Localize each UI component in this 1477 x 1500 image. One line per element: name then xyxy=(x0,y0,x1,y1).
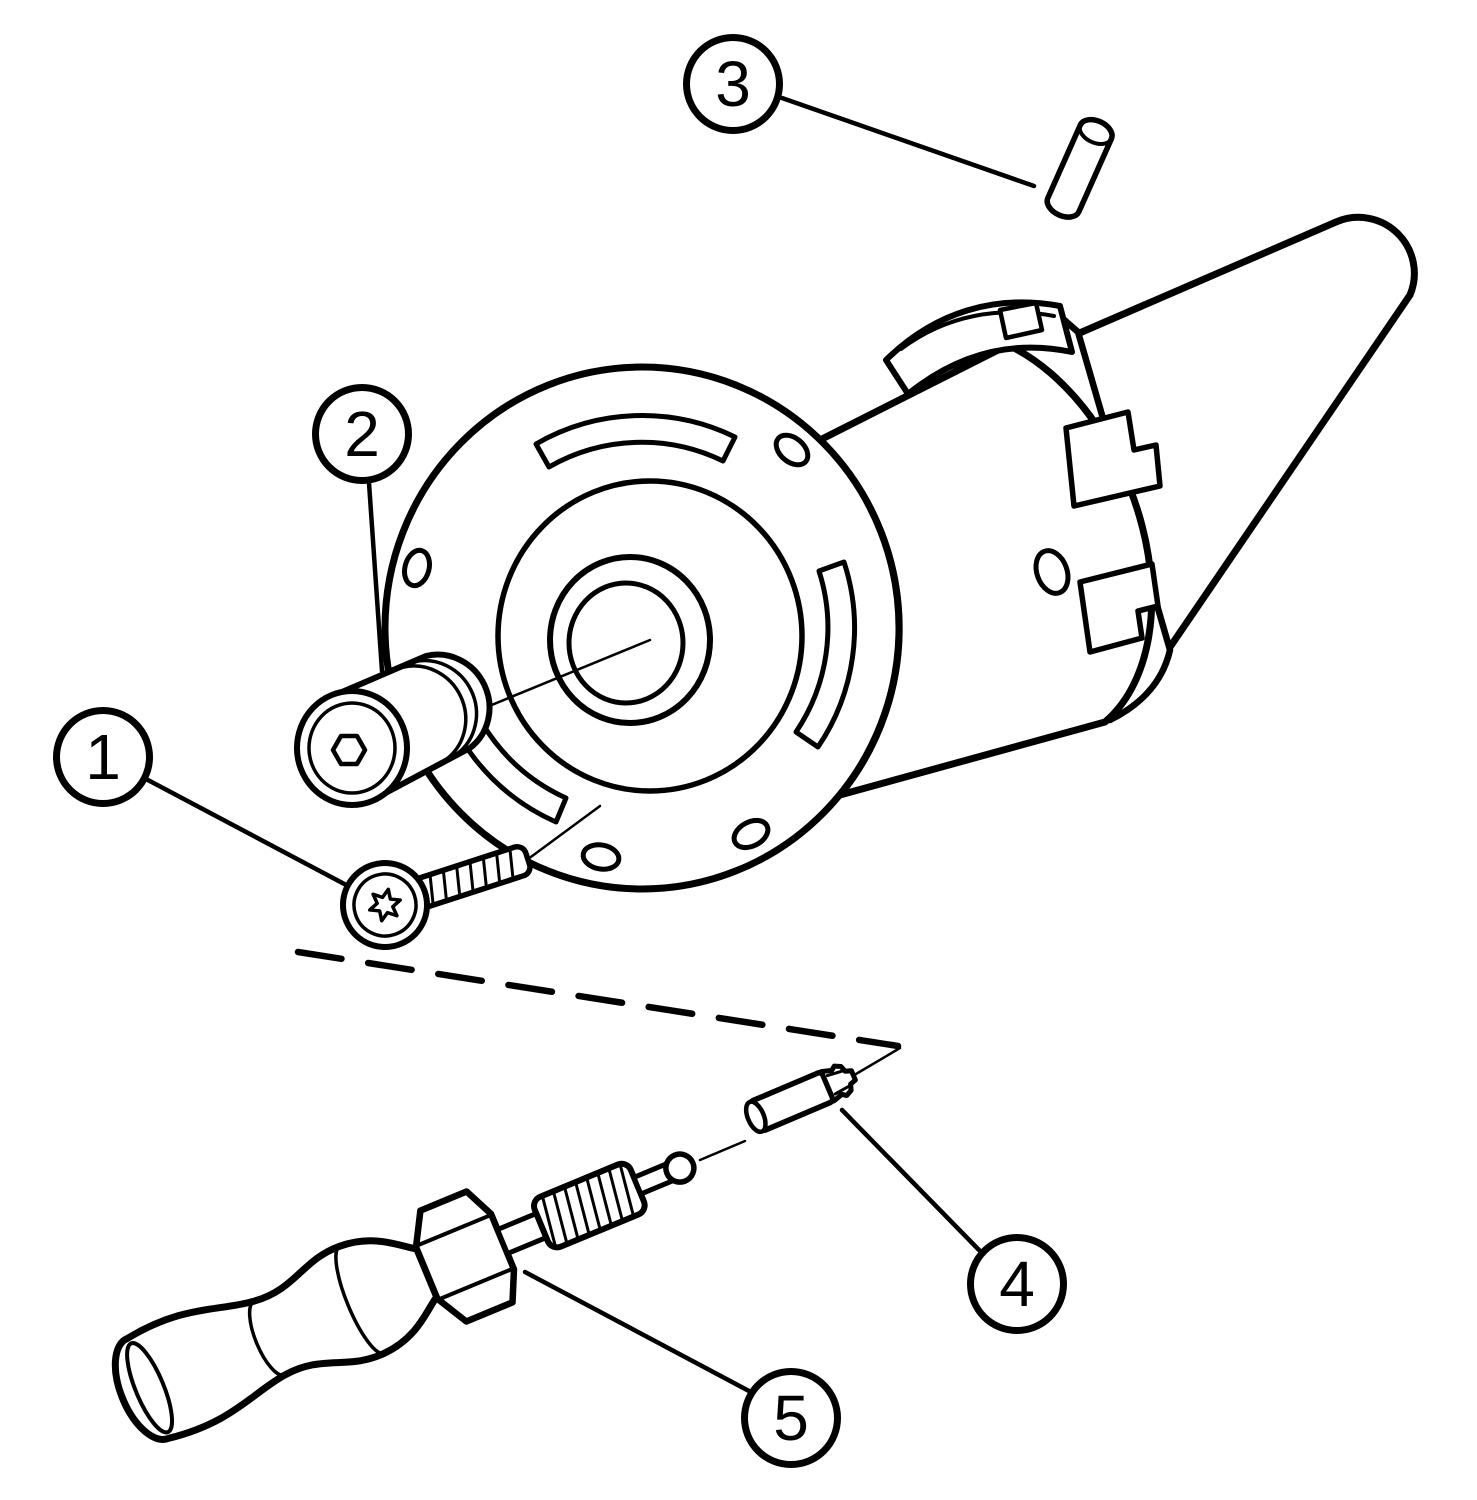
driver-axis-line xyxy=(698,1139,747,1162)
bolt-hole-4 xyxy=(580,842,622,872)
pin-end-face xyxy=(1077,117,1115,147)
clamping-plug xyxy=(294,651,493,808)
callout-2: 2 xyxy=(312,384,412,484)
bolt-hole-1 xyxy=(402,547,432,589)
bolt-hole-3 xyxy=(731,817,771,851)
plug-hex-socket xyxy=(330,733,368,767)
face-slot-right xyxy=(793,559,857,750)
leader-line-3 xyxy=(779,95,1037,189)
screw-torx-socket xyxy=(368,887,402,923)
flange-hole xyxy=(1033,548,1071,596)
countersunk-screw xyxy=(340,843,533,950)
center-bore-inner xyxy=(566,580,686,706)
boss-ring xyxy=(495,478,805,794)
callout-1: 1 xyxy=(53,707,153,807)
callout-1-number: 1 xyxy=(85,721,121,793)
leader-lines xyxy=(143,95,1037,1394)
bit-end-face xyxy=(743,1099,768,1135)
bit-tip-divider xyxy=(819,1069,836,1104)
callout-4: 4 xyxy=(967,1234,1067,1334)
torx-bit xyxy=(743,1063,858,1135)
hex-collar-facets xyxy=(416,1213,514,1301)
separator-dashed-line xyxy=(294,948,902,1050)
driver-ball-tip xyxy=(663,1151,697,1185)
plug-groove-2 xyxy=(402,664,468,760)
face-slot-top xyxy=(533,413,738,470)
screw-head-ring xyxy=(352,872,418,938)
plug-groove-1 xyxy=(411,658,479,756)
drive-pin xyxy=(1044,116,1115,220)
front-face xyxy=(381,363,903,893)
handle-contour-2 xyxy=(334,1244,387,1356)
screw-head xyxy=(340,860,430,950)
drive-notch-upper xyxy=(1063,409,1163,509)
pin-notch xyxy=(997,300,1045,341)
bolt-hole-2 xyxy=(773,432,811,468)
torque-driver xyxy=(111,1151,697,1443)
callout-2-number: 2 xyxy=(344,398,380,470)
handle-contour-1 xyxy=(247,1299,287,1378)
drive-notch-lower xyxy=(1077,561,1161,655)
leader-line-5 xyxy=(522,1269,752,1394)
hex-collar xyxy=(412,1188,518,1325)
callout-3: 3 xyxy=(683,34,783,134)
plug-chamfer-ring xyxy=(307,701,397,795)
callout-5: 5 xyxy=(741,1368,841,1468)
screw-axis-line xyxy=(518,804,602,867)
leader-line-4 xyxy=(839,1107,982,1253)
callout-3-number: 3 xyxy=(715,48,751,120)
leader-line-2 xyxy=(366,480,385,674)
callout-5-number: 5 xyxy=(773,1382,809,1454)
barrel-threads xyxy=(541,1164,635,1249)
bit-axis-line xyxy=(854,1046,902,1076)
handle-butt-face xyxy=(125,1341,175,1435)
leader-line-1 xyxy=(143,776,353,890)
tool-holder-body xyxy=(381,213,1418,893)
bit-flutes xyxy=(825,1068,853,1096)
handle-grip xyxy=(111,1237,441,1443)
callout-4-number: 4 xyxy=(999,1248,1035,1320)
